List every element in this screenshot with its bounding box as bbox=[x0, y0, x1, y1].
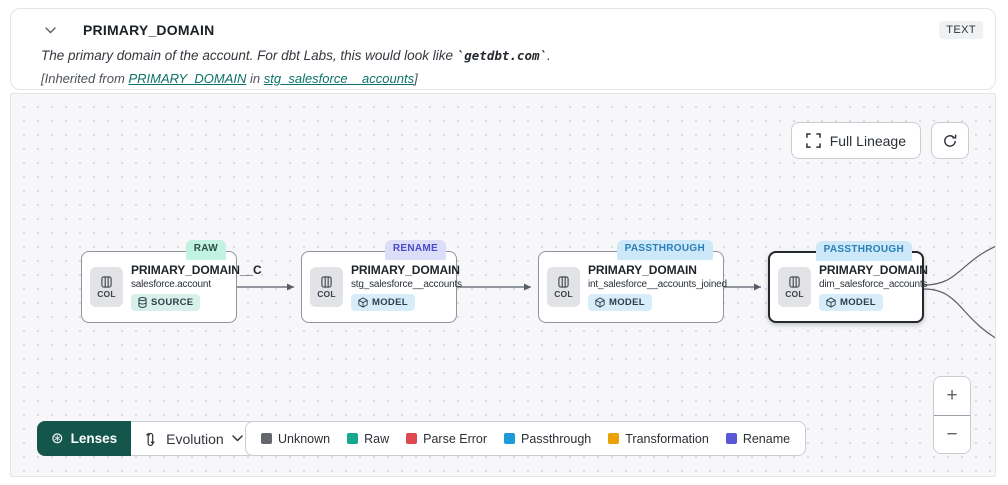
column-chip: COL bbox=[310, 267, 343, 307]
node-kind-chip: MODEL bbox=[819, 294, 883, 311]
collapse-chevron-icon[interactable] bbox=[39, 19, 61, 41]
node-evolution-badge: RAW bbox=[185, 240, 226, 263]
node-column-name: PRIMARY_DOMAIN bbox=[351, 263, 460, 277]
column-type-badge: TEXT bbox=[939, 21, 983, 39]
legend-item-parse-error: Parse Error bbox=[406, 432, 487, 446]
lens-selector-dropdown[interactable]: Evolution bbox=[131, 421, 257, 456]
column-details-panel: PRIMARY_DOMAIN TEXT The primary domain o… bbox=[10, 8, 996, 90]
lineage-node-dim-selected[interactable]: PASSTHROUGH COL PRIMARY_DOMAIN dim_sales… bbox=[768, 241, 928, 323]
column-icon bbox=[101, 275, 112, 288]
zoom-out-button[interactable]: − bbox=[934, 415, 970, 453]
legend-label: Unknown bbox=[278, 431, 331, 446]
description-code: `getdbt.com` bbox=[456, 48, 548, 63]
column-chip-label: COL bbox=[554, 288, 573, 299]
full-lineage-label: Full Lineage bbox=[829, 132, 906, 149]
full-lineage-button[interactable]: Full Lineage bbox=[790, 122, 921, 159]
legend-label: Rename bbox=[742, 431, 791, 446]
node-kind-label: MODEL bbox=[609, 297, 645, 308]
column-chip: COL bbox=[547, 267, 580, 307]
legend-label: Raw bbox=[364, 431, 390, 446]
inherited-suffix: ] bbox=[414, 71, 418, 86]
legend-swatch bbox=[504, 433, 516, 444]
lens-selected-label: Evolution bbox=[166, 430, 224, 447]
node-model-name: salesforce.account bbox=[131, 279, 211, 290]
node-model-name: int_salesforce__accounts_joined bbox=[588, 279, 727, 290]
evolution-legend: Unknown Raw Parse Error Passthrough Tran… bbox=[245, 421, 807, 456]
legend-item-transformation: Transformation bbox=[608, 432, 709, 446]
refresh-button[interactable] bbox=[931, 122, 969, 159]
legend-label: Parse Error bbox=[423, 431, 488, 446]
evolution-icon bbox=[146, 432, 155, 446]
legend-swatch bbox=[406, 433, 418, 444]
lenses-button[interactable]: ⊛ Lenses bbox=[37, 421, 132, 456]
column-chip-label: COL bbox=[785, 288, 804, 299]
refresh-icon bbox=[944, 134, 957, 147]
node-evolution-badge: PASSTHROUGH bbox=[815, 241, 912, 264]
legend-swatch bbox=[725, 433, 737, 444]
inherited-from-line: [Inherited from PRIMARY_DOMAIN in stg_sa… bbox=[41, 71, 983, 86]
column-description: The primary domain of the account. For d… bbox=[41, 48, 983, 63]
node-kind-label: MODEL bbox=[372, 297, 408, 308]
lenses-label: Lenses bbox=[70, 431, 118, 446]
column-icon bbox=[558, 275, 569, 288]
legend-item-rename: Rename bbox=[725, 431, 791, 446]
lens-aperture-icon: ⊛ bbox=[51, 430, 64, 447]
legend-label: Transformation bbox=[625, 431, 709, 446]
node-column-name: PRIMARY_DOMAIN bbox=[819, 263, 928, 277]
description-text: The primary domain of the account. For d… bbox=[41, 48, 457, 63]
column-icon bbox=[789, 275, 800, 288]
legend-swatch bbox=[347, 433, 359, 444]
legend-swatch bbox=[608, 433, 620, 444]
model-cube-icon bbox=[826, 297, 836, 308]
column-chip-label: COL bbox=[317, 288, 336, 299]
lineage-node-intermediate[interactable]: PASSTHROUGH COL PRIMARY_DOMAIN int_sales… bbox=[538, 240, 727, 323]
node-model-name: stg_salesforce__accounts bbox=[351, 279, 462, 290]
node-kind-chip: MODEL bbox=[588, 294, 652, 311]
chevron-down-icon bbox=[231, 435, 243, 442]
legend-label: Passthrough bbox=[521, 431, 592, 446]
inherited-middle: in bbox=[246, 71, 264, 86]
node-kind-label: SOURCE bbox=[151, 297, 194, 308]
column-chip-label: COL bbox=[97, 288, 116, 299]
lineage-node-source[interactable]: RAW COL PRIMARY_DOMAIN__C salesforce.acc… bbox=[81, 240, 262, 323]
column-title: PRIMARY_DOMAIN bbox=[83, 22, 215, 38]
node-kind-chip: SOURCE bbox=[131, 294, 201, 311]
lineage-canvas[interactable]: Full Lineage RAW COL PRIMARY_DOMAIN__C s… bbox=[10, 93, 996, 477]
legend-item-raw: Raw bbox=[347, 432, 389, 446]
zoom-controls: + − bbox=[933, 376, 971, 454]
model-cube-icon bbox=[358, 297, 368, 308]
lineage-node-staging[interactable]: RENAME COL PRIMARY_DOMAIN stg_salesforce… bbox=[301, 240, 462, 323]
node-kind-chip: MODEL bbox=[351, 294, 415, 311]
node-column-name: PRIMARY_DOMAIN bbox=[588, 263, 697, 277]
zoom-in-button[interactable]: + bbox=[934, 377, 970, 415]
model-cube-icon bbox=[595, 297, 605, 308]
column-chip: COL bbox=[90, 267, 123, 307]
legend-item-unknown: Unknown bbox=[261, 432, 330, 446]
database-icon bbox=[138, 297, 147, 308]
fullscreen-icon bbox=[805, 133, 821, 148]
node-kind-label: MODEL bbox=[840, 297, 876, 308]
inherited-column-link[interactable]: PRIMARY_DOMAIN bbox=[128, 71, 247, 86]
node-model-name: dim_salesforce_accounts bbox=[819, 279, 928, 290]
node-evolution-badge: RENAME bbox=[384, 240, 446, 263]
legend-item-passthrough: Passthrough bbox=[504, 432, 591, 446]
node-evolution-badge: PASSTHROUGH bbox=[616, 240, 713, 263]
inherited-prefix: [Inherited from bbox=[41, 71, 129, 86]
node-column-name: PRIMARY_DOMAIN__C bbox=[131, 263, 262, 277]
legend-swatch bbox=[261, 433, 272, 444]
description-period: . bbox=[547, 48, 551, 63]
column-chip: COL bbox=[778, 267, 811, 307]
inherited-model-link[interactable]: stg_salesforce__accounts bbox=[263, 71, 415, 86]
column-icon bbox=[321, 275, 332, 288]
